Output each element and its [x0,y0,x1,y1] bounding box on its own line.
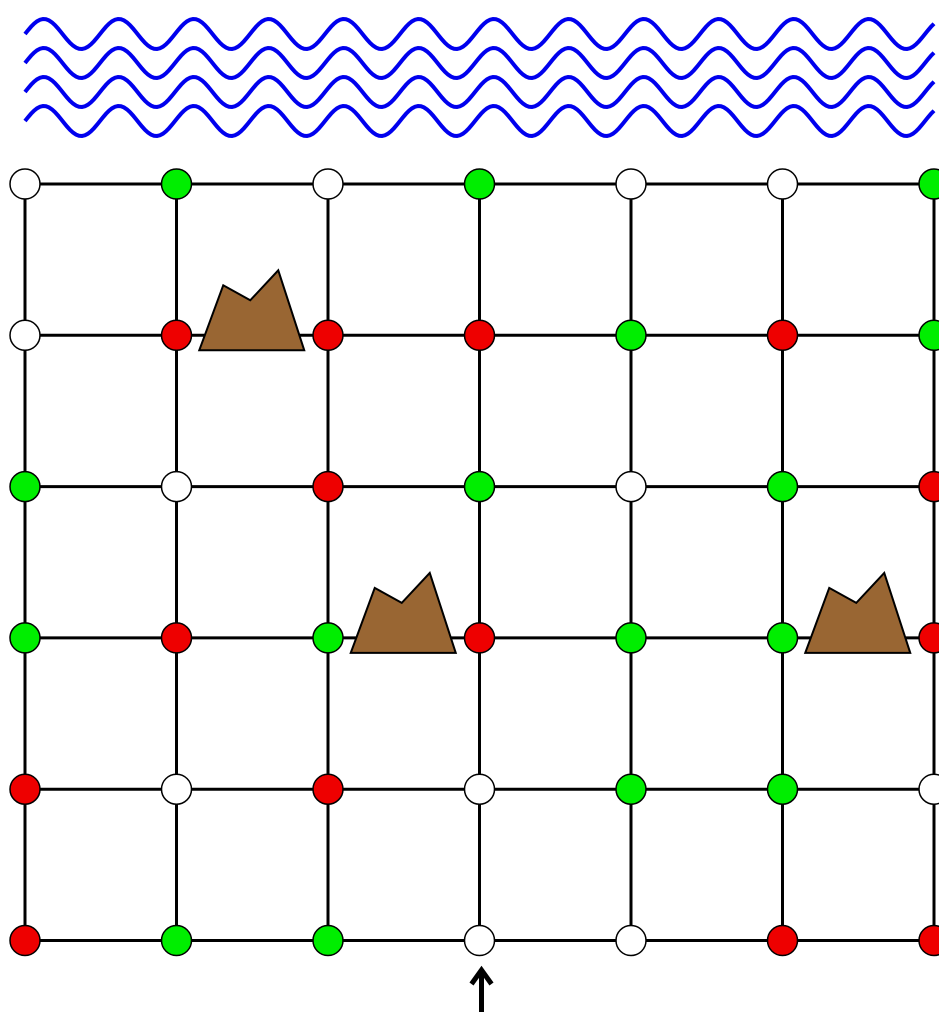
grid-node-red[interactable] [313,472,343,502]
grid-node-red[interactable] [919,926,939,956]
grid-node-green[interactable] [616,774,646,804]
grid-node-green[interactable] [616,623,646,653]
grid-node-green[interactable] [313,926,343,956]
grid-lines [25,184,939,941]
grid-node-red[interactable] [465,320,495,350]
grid-node-green[interactable] [465,472,495,502]
mountain-icon [805,573,910,653]
grid-node-green[interactable] [768,623,798,653]
water-area [25,19,934,136]
mountain-icon [199,270,304,350]
grid-node-white[interactable] [616,169,646,199]
grid-node-red[interactable] [10,926,40,956]
grid-node-green[interactable] [616,320,646,350]
grid-node-white[interactable] [10,320,40,350]
grid-node-white[interactable] [768,169,798,199]
water-wave [25,77,934,107]
grid-node-white[interactable] [616,472,646,502]
grid-node-white[interactable] [616,926,646,956]
grid-node-white[interactable] [162,774,192,804]
grid-node-white[interactable] [313,169,343,199]
grid-node-white[interactable] [919,774,939,804]
grid-node-red[interactable] [162,320,192,350]
grid-node-red[interactable] [465,623,495,653]
grid-node-white[interactable] [162,472,192,502]
grid-node-green[interactable] [10,623,40,653]
up-arrow-icon [472,970,492,1012]
grid-node-red[interactable] [919,623,939,653]
grid-node-green[interactable] [919,169,939,199]
water-wave [25,106,934,136]
grid-node-red[interactable] [10,774,40,804]
grid-node-white[interactable] [465,926,495,956]
grid-node-green[interactable] [465,169,495,199]
mountains [199,270,910,653]
water-wave [25,48,934,78]
grid-node-red[interactable] [313,774,343,804]
grid-node-white[interactable] [10,169,40,199]
grid-node-green[interactable] [768,774,798,804]
grid-node-red[interactable] [768,320,798,350]
grid-nodes [10,169,939,956]
grid-node-red[interactable] [768,926,798,956]
water-wave [25,19,934,49]
grid-node-green[interactable] [162,169,192,199]
grid-node-red[interactable] [919,472,939,502]
grid-node-green[interactable] [313,623,343,653]
mountain-icon [351,573,456,653]
grid-node-green[interactable] [162,926,192,956]
grid-node-red[interactable] [313,320,343,350]
grid-node-red[interactable] [162,623,192,653]
grid-node-white[interactable] [465,774,495,804]
grid-node-green[interactable] [10,472,40,502]
grid-node-green[interactable] [919,320,939,350]
grid-node-green[interactable] [768,472,798,502]
